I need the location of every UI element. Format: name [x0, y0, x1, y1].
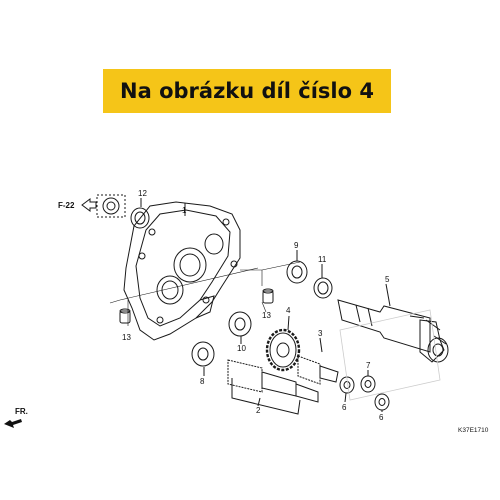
part-12-boxed-bearing — [96, 194, 126, 218]
part-labels: 12 1 9 11 5 4 13 13 10 3 7 8 6 6 2 K37E1… — [122, 189, 489, 434]
part-label-3: 3 — [318, 329, 323, 338]
front-direction-arrow: FR. — [4, 407, 28, 428]
caption-text: Na obrázku díl číslo 4 — [120, 79, 374, 103]
part-13-dowel-pins — [119, 288, 274, 324]
part-label-10: 10 — [237, 344, 246, 353]
part-9-bearing — [191, 341, 215, 376]
part-label-13-b: 13 — [122, 333, 131, 342]
part-label-12: 12 — [138, 189, 147, 198]
part-2-drive-shaft — [227, 359, 319, 415]
part-10-bearing — [228, 311, 252, 344]
part-4-gear — [265, 315, 301, 372]
reference-arrow: F-22 — [58, 198, 97, 212]
part-3-pinion-gear — [297, 337, 339, 385]
part-label-4: 4 — [286, 306, 291, 315]
watermark — [339, 309, 441, 401]
part-7-thrust-washer — [360, 370, 376, 393]
part-label-6-b: 6 — [379, 413, 384, 422]
part-label-5: 5 — [385, 275, 390, 284]
front-label: FR. — [15, 407, 28, 416]
part-11-oil-seal — [313, 264, 333, 299]
part-label-8: 9 — [294, 241, 299, 250]
part-label-1: 1 — [182, 206, 187, 215]
part-label-9: 8 — [200, 377, 205, 386]
part-8-bearing — [286, 250, 308, 284]
part-label-13-a: 13 — [262, 311, 271, 320]
part-12-oil-seal — [130, 198, 150, 229]
part-label-6-a: 6 — [342, 403, 347, 412]
part-label-2: 2 — [256, 406, 261, 415]
part-label-7: 7 — [366, 361, 371, 370]
part-label-11: 11 — [318, 255, 327, 264]
diagram-code: K37E1710 — [458, 427, 489, 434]
reference-label: F-22 — [58, 201, 75, 210]
caption-banner: Na obrázku díl číslo 4 — [103, 69, 391, 113]
part-5-final-shaft — [337, 283, 449, 363]
part-1-transmission-case — [123, 201, 241, 341]
